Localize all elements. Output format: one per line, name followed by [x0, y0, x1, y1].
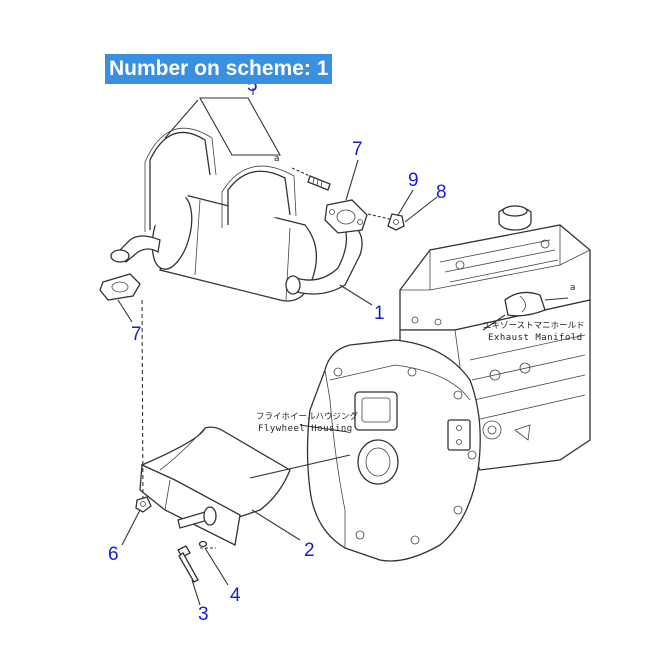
flywheel-housing-jp-label: フライホイールハウジング: [256, 411, 359, 422]
bracket: [139, 426, 291, 546]
scheme-number-banner: Number on scheme: 1: [105, 54, 333, 84]
ref-a-upper: a: [274, 154, 280, 164]
callout-4: 4: [230, 585, 241, 606]
callout-3: 3: [198, 604, 209, 625]
callout-9: 9: [408, 170, 419, 191]
hanger-rod: [135, 299, 152, 513]
callout-2: 2: [304, 540, 315, 561]
gasket-left: [99, 273, 141, 301]
callout-1: 1: [374, 303, 385, 324]
callout-5: 5: [247, 75, 258, 96]
callout-7-top: 7: [352, 139, 363, 160]
muffler: [110, 127, 368, 302]
ref-a-manifold: a: [570, 283, 576, 293]
leader-lines: [117, 88, 506, 606]
stud-bolt: [291, 167, 331, 191]
flywheel-housing-label: Flywheel Housing: [258, 424, 353, 434]
exhaust-manifold-label: Exhaust Manifold: [488, 333, 583, 343]
callout-8: 8: [436, 182, 447, 203]
exhaust-manifold-jp-label: エキゾーストマニホールド: [483, 321, 585, 331]
flywheel-housing: [306, 339, 481, 562]
bolt-and-washer: [177, 540, 216, 583]
callout-7-left: 7: [131, 324, 142, 345]
nut-and-washer: [367, 213, 405, 231]
callout-6: 6: [108, 544, 119, 565]
